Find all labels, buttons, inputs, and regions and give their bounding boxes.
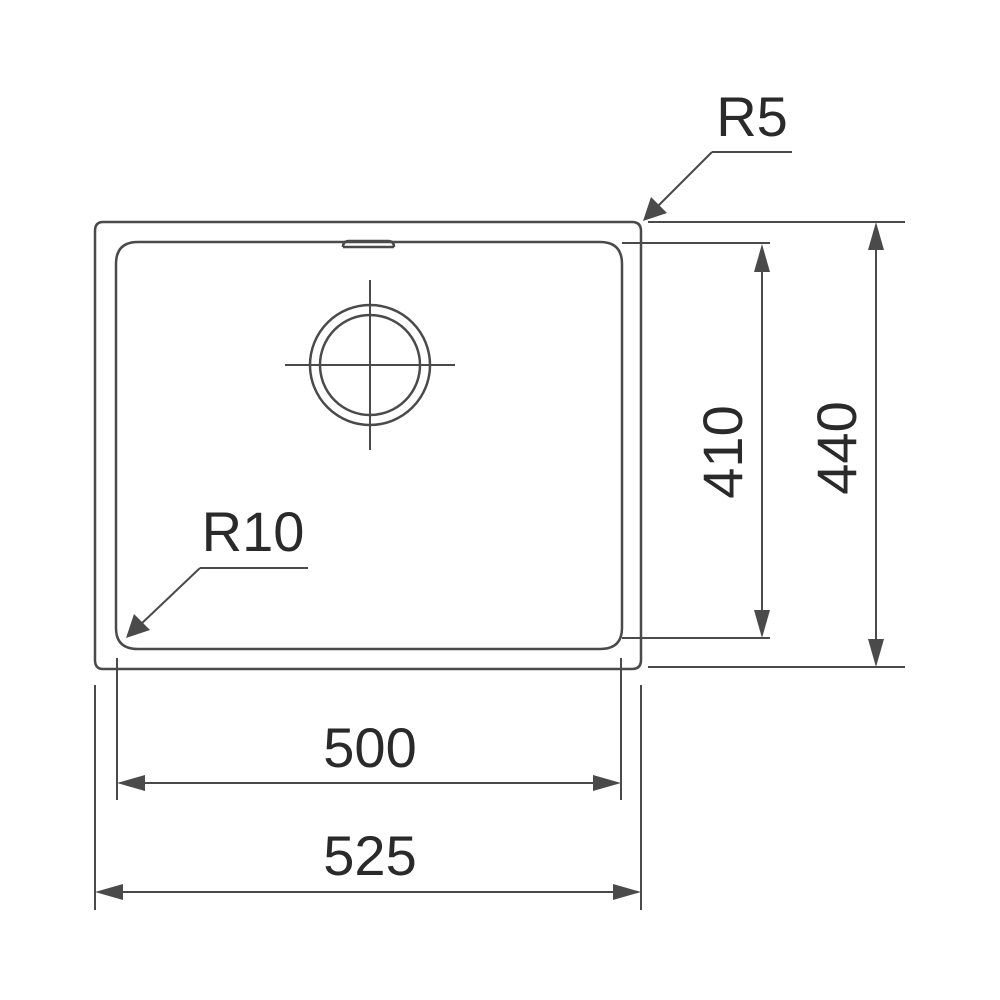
outer-radius-label: R5	[716, 85, 788, 148]
callout-inner-radius: R10	[126, 500, 308, 638]
sink-outer-rim	[93, 220, 643, 671]
dimension-outer-width: 525	[95, 824, 641, 900]
inner-radius-label: R10	[202, 500, 305, 563]
width-extension-lines	[94, 658, 642, 910]
dimension-inner-width: 500	[117, 716, 621, 791]
drain-outlet	[285, 280, 455, 450]
inner-width-label: 500	[323, 716, 416, 779]
dimension-outer-height: 440	[805, 222, 884, 667]
overflow-slot	[341, 239, 396, 249]
callout-outer-radius: R5	[643, 85, 792, 221]
dimension-inner-height: 410	[691, 244, 770, 638]
outer-height-label: 440	[805, 401, 868, 494]
sink-inner-bowl	[114, 240, 624, 651]
outer-width-label: 525	[323, 824, 416, 887]
height-extension-lines	[622, 221, 905, 668]
inner-height-label: 410	[691, 405, 754, 498]
